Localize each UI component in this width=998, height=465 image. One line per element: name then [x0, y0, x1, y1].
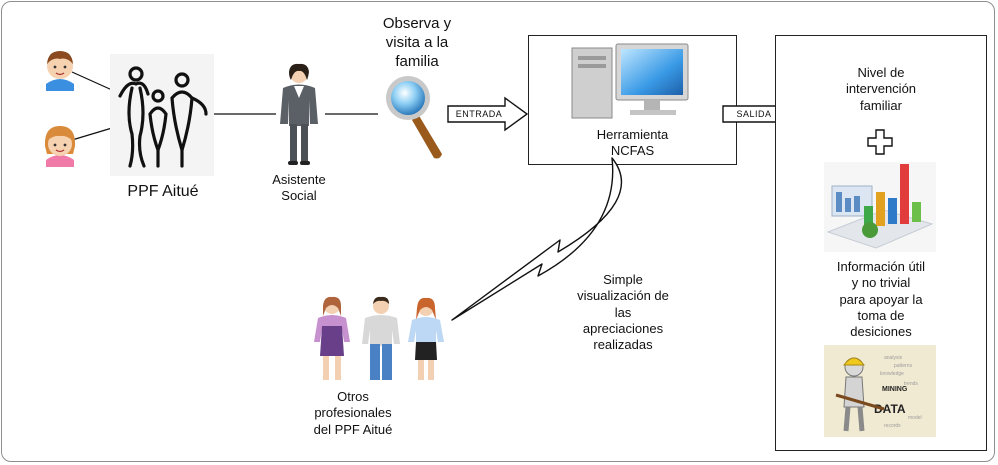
svg-text:knowledge: knowledge [880, 371, 904, 377]
input-arrow-label: ENTRADA [455, 109, 503, 119]
svg-text:analysis: analysis [884, 355, 903, 361]
social-worker-label: Asistente Social [258, 172, 340, 205]
visualization-line5: realizadas [593, 337, 653, 352]
info-line2: y no trivial [851, 275, 911, 291]
social-worker-icon [280, 63, 318, 165]
feedback-arrow [451, 157, 623, 321]
ppf-label: PPF Aitué [127, 183, 199, 200]
girl-icon [44, 126, 76, 167]
magnifier-icon [386, 76, 442, 159]
info-line1: Información útil [836, 259, 926, 274]
data-word: DATA [874, 402, 906, 416]
mining-word: MINING [882, 386, 908, 393]
svg-text:trends: trends [904, 381, 918, 387]
others-line2: profesionales [314, 405, 392, 421]
tool-line2: NCFAS [610, 143, 655, 159]
info-line4: toma de [857, 307, 905, 323]
info-line3: para apoyar la [839, 291, 923, 307]
bar-chart-icon [824, 162, 936, 252]
professionals-icon [314, 296, 444, 380]
info-line5: desiciones [850, 324, 912, 339]
observe-line3: familia [395, 52, 439, 70]
others-line3: del PPF Aitué [313, 421, 393, 437]
computer-icon [571, 43, 689, 119]
others-label: Otros profesionales del PPF Aitué [298, 389, 408, 438]
visualization-line2: visualización de [577, 288, 669, 304]
visualization-label: Simple visualización de las apreciacione… [548, 272, 698, 353]
input-arrow [447, 96, 529, 132]
social-worker-line1: Asistente [272, 172, 326, 187]
boy-icon [46, 51, 74, 91]
social-worker-line2: Social [281, 188, 317, 204]
svg-text:patterns: patterns [894, 363, 913, 369]
level-line1: Nivel de [857, 65, 905, 80]
info-label: Información útil y no trivial para apoya… [812, 259, 950, 340]
visualization-line3: las [614, 304, 632, 320]
observe-line1: Observa y [382, 15, 452, 32]
visualization-line1: Simple [603, 272, 643, 287]
family-logo-icon [110, 54, 214, 176]
others-line1: Otros [337, 389, 369, 404]
svg-text:model: model [908, 415, 922, 421]
tool-line1: Herramienta [596, 127, 669, 142]
svg-text:records: records [884, 423, 901, 429]
tool-label: Herramienta NCFAS [560, 127, 705, 160]
observe-line2: visita a la [385, 33, 449, 51]
level-label: Nivel de intervención familiar [808, 65, 954, 114]
level-line3: familiar [860, 97, 902, 113]
output-arrow-label: SALIDA [736, 109, 772, 119]
plus-icon [867, 129, 893, 155]
visualization-line4: apreciaciones [582, 320, 664, 336]
observe-label: Observa y visita a la familia [366, 15, 468, 71]
level-line2: intervención [845, 81, 917, 97]
